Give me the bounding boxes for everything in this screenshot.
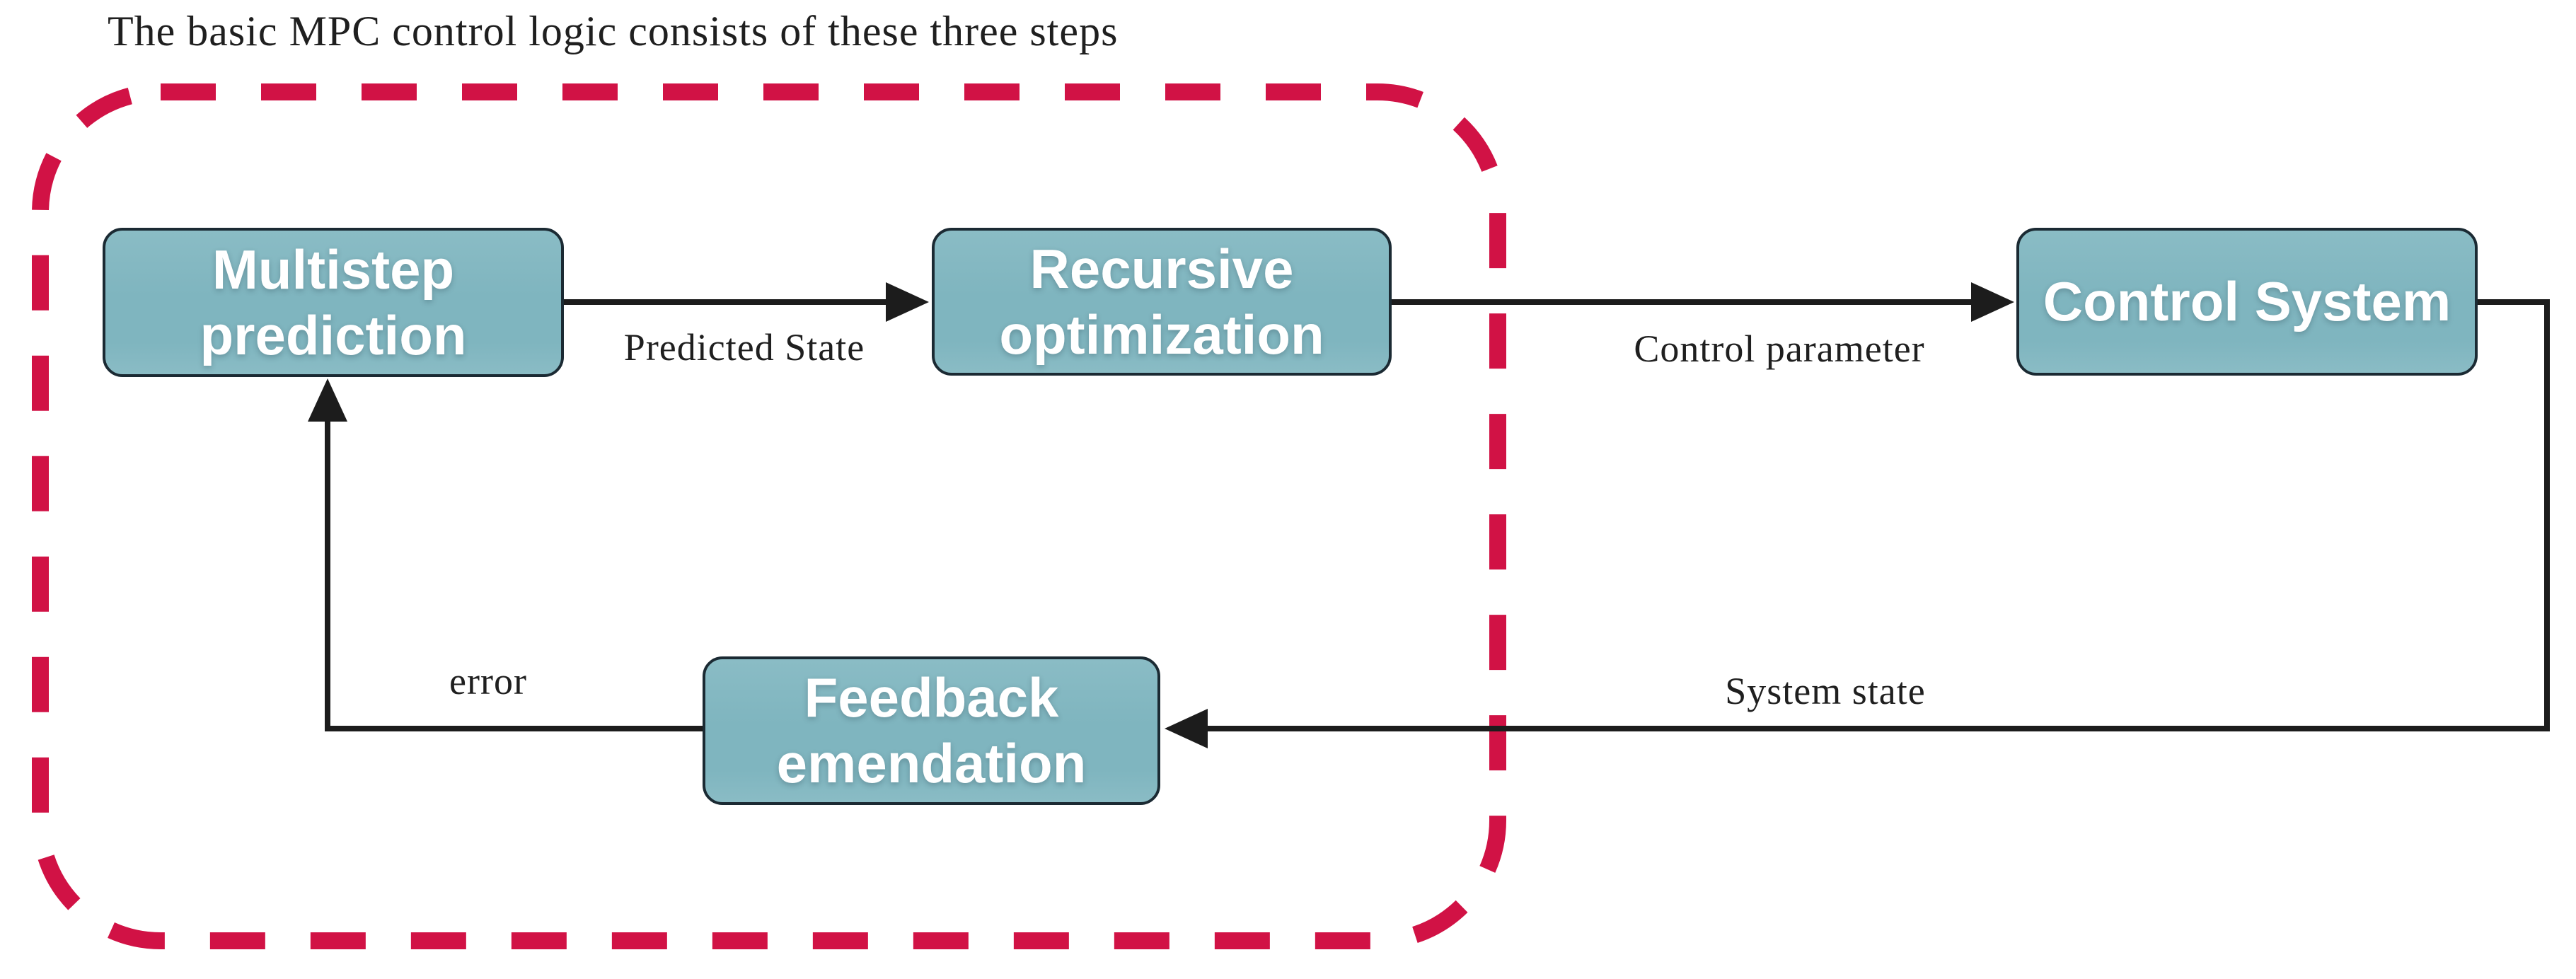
arrowhead-into-multistep-icon [308,378,347,422]
node-label-line: Multistep [212,238,455,301]
arrowhead-into-recursive-icon [886,282,929,322]
node-label-line: optimization [999,303,1324,366]
edge-error-line [325,420,703,731]
edge-system-state-line [1206,299,2550,731]
diagram-title: The basic MPC control logic consists of … [108,8,1119,54]
node-label-line: Recursive [1029,237,1294,300]
edge-label-error: error [449,660,527,702]
node-recursive-optimization[interactable]: Recursive optimization [932,228,1392,376]
mpc-group-dashed-border [32,83,1506,949]
node-label-line: Control System [2043,270,2451,332]
node-label-line: Feedback [804,666,1059,729]
edge-label-system-state: System state [1725,670,1926,712]
node-feedback-emendation[interactable]: Feedback emendation [703,656,1160,805]
node-multistep-prediction[interactable]: Multistep prediction [103,228,564,377]
node-label-line: emendation [776,732,1087,794]
node-control-system[interactable]: Control System [2016,228,2478,376]
edge-label-control-parameter: Control parameter [1634,328,1925,370]
node-label-line: prediction [200,303,467,366]
arrowhead-into-control-system-icon [1971,282,2014,322]
arrowhead-into-feedback-icon [1165,709,1208,748]
edge-label-predicted-state: Predicted State [623,326,865,369]
